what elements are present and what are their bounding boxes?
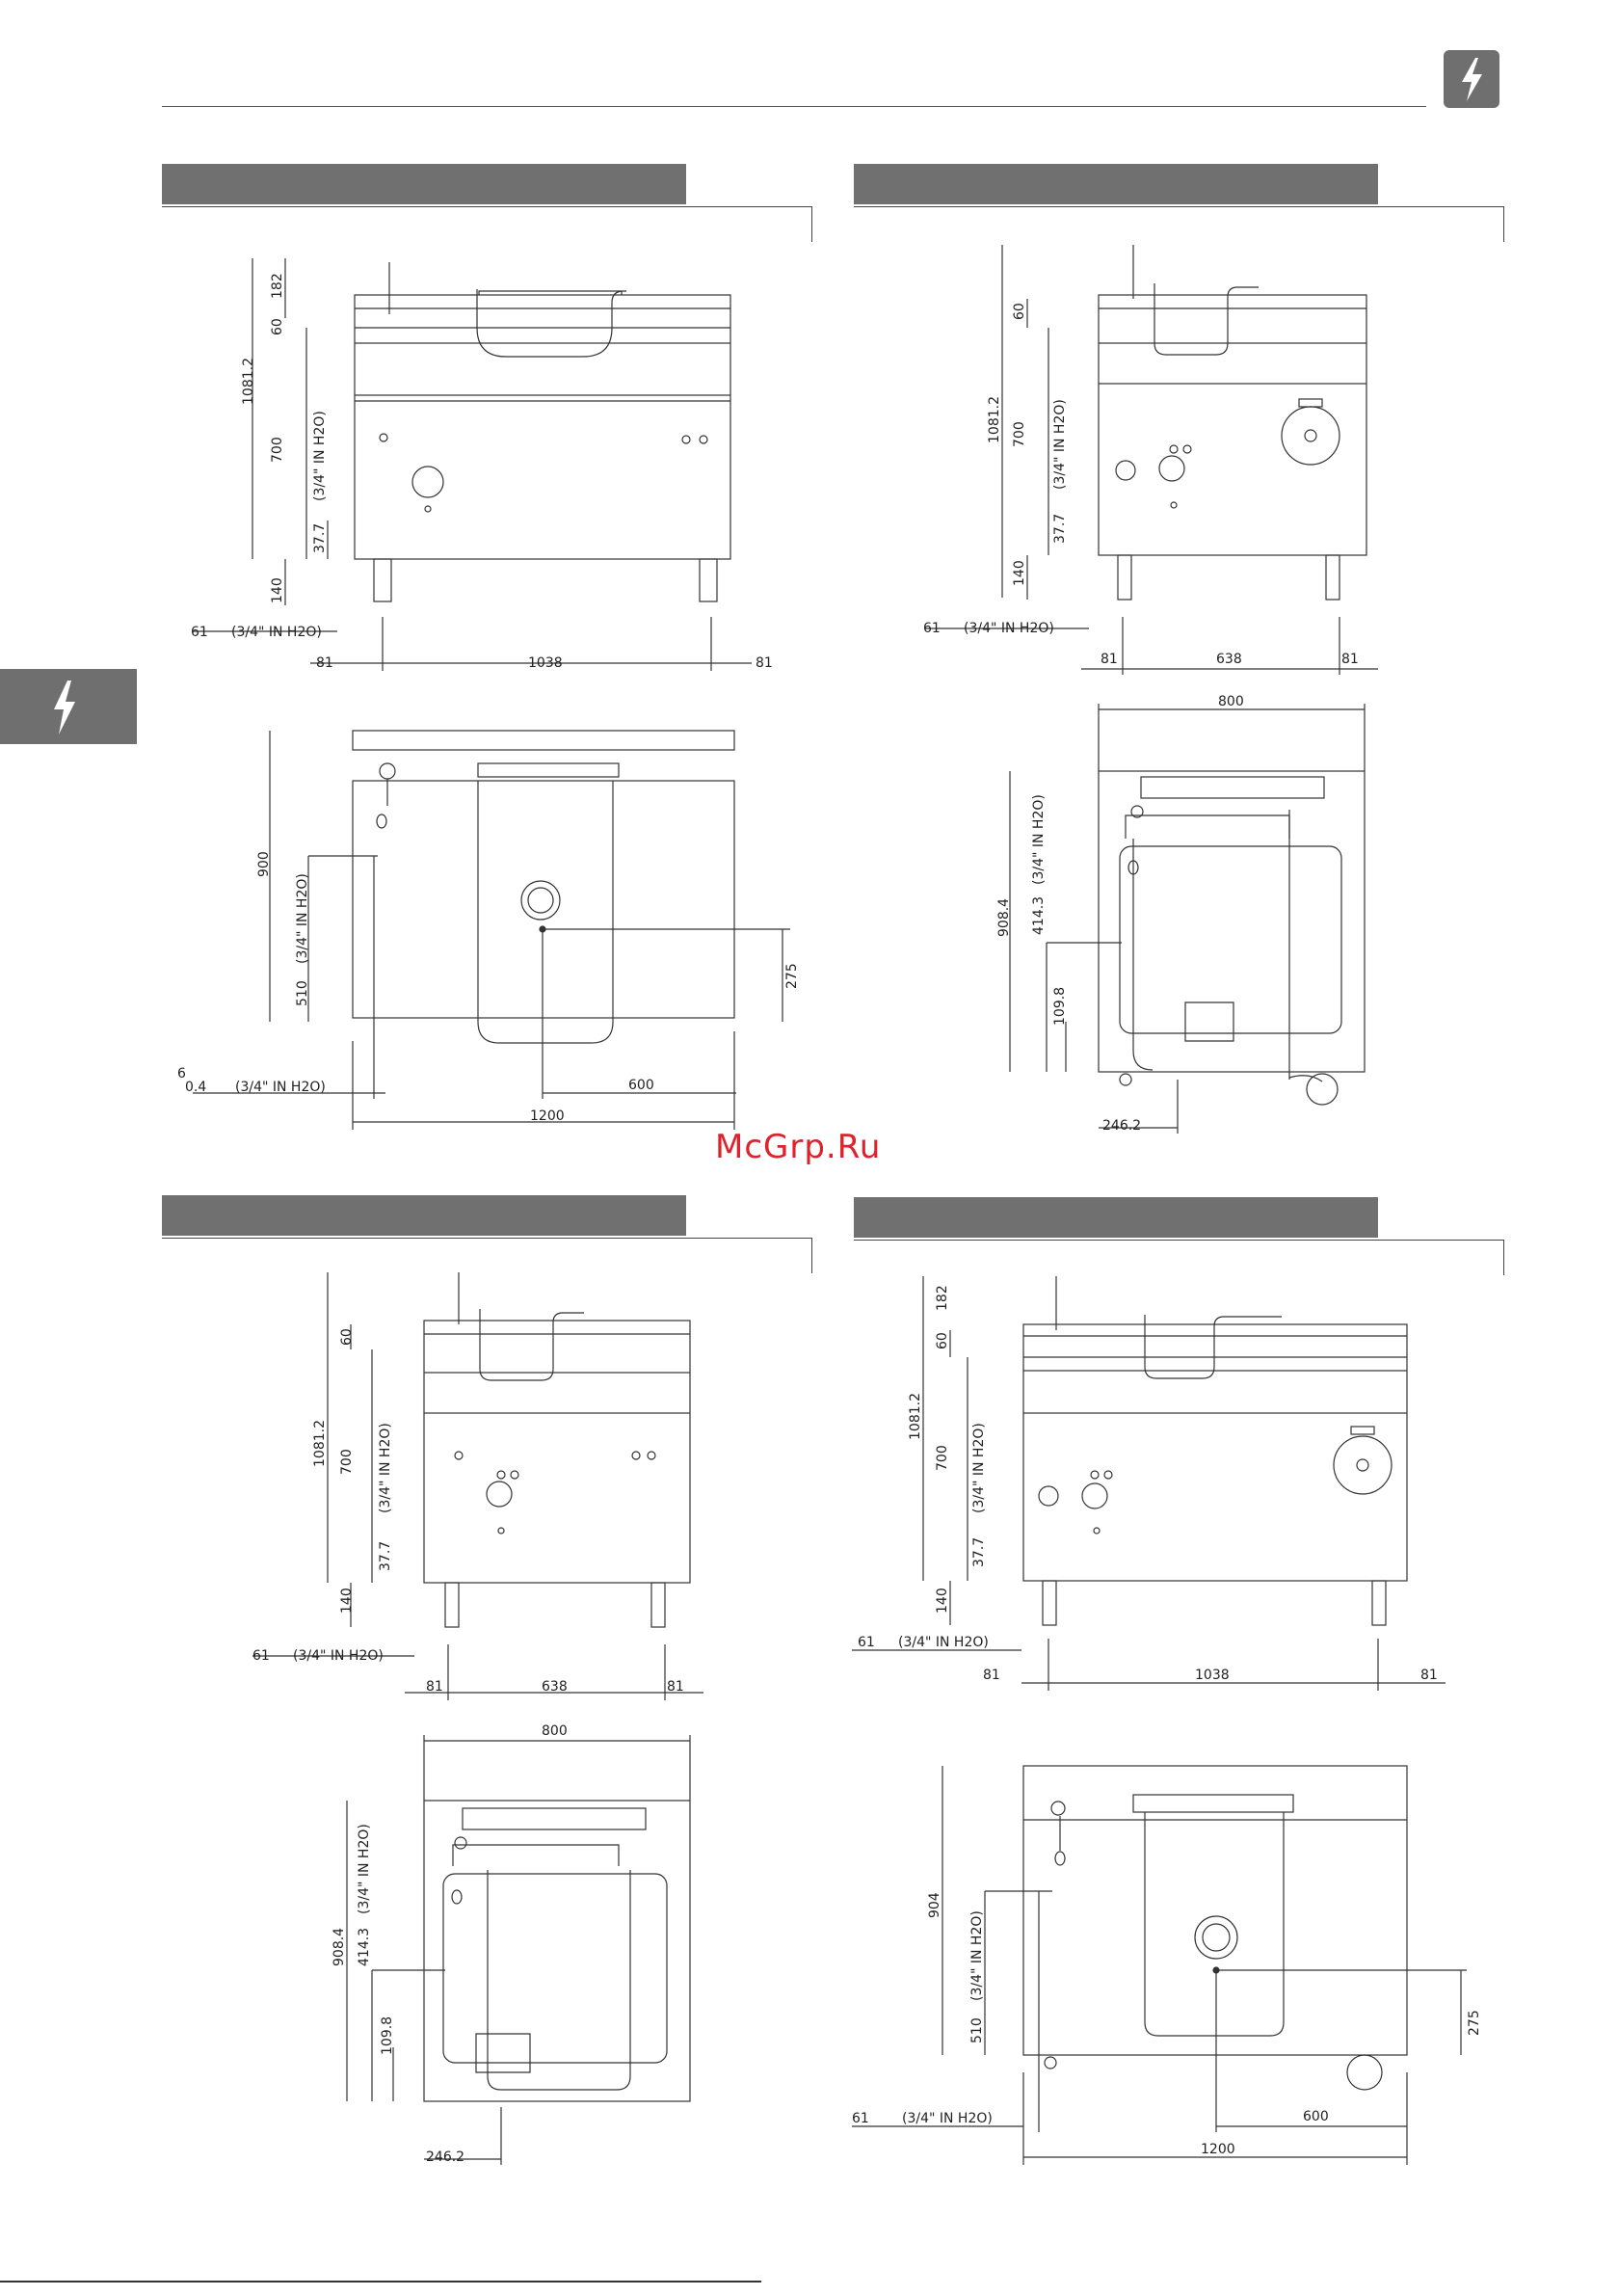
panel-1-top-view xyxy=(193,730,790,1130)
p2-dim-total: 1081.2 xyxy=(987,396,1002,443)
p1-top-inlet-spec: (3/4" IN H2O) xyxy=(235,1080,326,1095)
p1-dim-side-l: 81 xyxy=(316,655,333,671)
p3-top-water-spec: (3/4" IN H2O) xyxy=(357,1824,372,1914)
p2-dim-water: 61 xyxy=(923,621,941,636)
p4-top-elec-x: 600 xyxy=(1303,2109,1329,2124)
panel-4-front-view xyxy=(852,1276,1446,1691)
p4-top-inlet-spec: (3/4" IN H2O) xyxy=(902,2111,993,2126)
section-badge xyxy=(1444,50,1499,108)
p1-dim-water: 61 xyxy=(191,625,208,640)
panel-1-front-view xyxy=(193,258,752,671)
p2-top-water-spec: (3/4" IN H2O) xyxy=(1031,794,1047,885)
p3-dim-outlet: 37.7 xyxy=(378,1541,393,1571)
p3-dim-mid: 638 xyxy=(542,1679,568,1695)
p2-top-elec-x: 246.2 xyxy=(1102,1118,1141,1134)
p3-top-width: 800 xyxy=(542,1723,568,1739)
p1-top-inlet-a: 6 xyxy=(177,1066,186,1081)
section-tab-2 xyxy=(854,164,1378,204)
p4-dim-body: 700 xyxy=(935,1445,950,1471)
electric-bolt-icon xyxy=(1462,58,1482,101)
p3-dim-feet: 140 xyxy=(339,1588,355,1614)
p2-dim-lid: 60 xyxy=(1012,303,1027,320)
footer-rule xyxy=(0,2281,761,2283)
p4-top-inlet: 61 xyxy=(852,2111,869,2126)
p3-dim-lid: 60 xyxy=(339,1328,355,1346)
p3-top-elec-y: 109.8 xyxy=(380,2016,395,2055)
panel-2-top-view xyxy=(1009,704,1366,1134)
p4-top-elec-y: 275 xyxy=(1467,2010,1482,2036)
p3-dim-total: 1081.2 xyxy=(312,1420,328,1467)
section-frame-3 xyxy=(162,1238,812,1273)
p1-dim-water-spec: (3/4" IN H2O) xyxy=(231,625,322,640)
p2-top-width: 800 xyxy=(1218,694,1244,709)
p2-top-depth: 908.4 xyxy=(996,898,1012,937)
p4-top-depth: 904 xyxy=(927,1892,942,1918)
p1-top-depth: 900 xyxy=(256,851,272,877)
side-tab xyxy=(0,669,137,744)
p1-top-width: 1200 xyxy=(530,1108,565,1124)
p1-dim-top: 182 xyxy=(270,273,285,299)
p2-dim-side-r: 81 xyxy=(1341,652,1359,667)
p4-dim-water: 61 xyxy=(858,1635,875,1650)
section-tab-3 xyxy=(162,1195,686,1236)
p4-dim-side-r: 81 xyxy=(1420,1668,1438,1683)
watermark: McGrp.Ru xyxy=(715,1128,882,1166)
p1-dim-side-r: 81 xyxy=(756,655,773,671)
p4-dim-water-spec: (3/4" IN H2O) xyxy=(898,1635,989,1650)
p1-dim-body: 700 xyxy=(270,437,285,463)
section-frame-2 xyxy=(854,206,1504,242)
p4-top-water-spec: (3/4" IN H2O) xyxy=(969,1910,985,2001)
p4-dim-feet: 140 xyxy=(935,1588,950,1614)
p3-top-water-y: 414.3 xyxy=(357,1928,372,1966)
p2-dim-mid: 638 xyxy=(1216,652,1242,667)
p4-dim-lid: 60 xyxy=(935,1332,950,1349)
p3-dim-water: 61 xyxy=(252,1648,270,1664)
p1-top-elec-x: 600 xyxy=(628,1078,654,1093)
p4-dim-total: 1081.2 xyxy=(908,1393,923,1440)
panel-3-top-view xyxy=(346,1735,691,2165)
section-tab-1 xyxy=(162,164,686,204)
p3-dim-side-l: 81 xyxy=(426,1679,443,1695)
p4-dim-side-l: 81 xyxy=(983,1668,1000,1683)
p2-dim-feet: 140 xyxy=(1012,560,1027,586)
p3-top-depth: 908.4 xyxy=(332,1928,347,1966)
p2-dim-water-spec: (3/4" IN H2O) xyxy=(964,621,1054,636)
p3-dim-water-spec: (3/4" IN H2O) xyxy=(293,1648,384,1664)
p1-dim-outlet-spec: (3/4" IN H2O) xyxy=(312,411,328,501)
section-tab-4 xyxy=(854,1197,1378,1238)
p1-dim-outlet: 37.7 xyxy=(312,523,328,553)
section-frame-1 xyxy=(162,206,812,242)
p4-top-width: 1200 xyxy=(1201,2142,1235,2157)
panel-4-top-view xyxy=(852,1765,1467,2165)
p2-dim-body: 700 xyxy=(1012,421,1027,447)
p4-dim-mid: 1038 xyxy=(1195,1668,1230,1683)
p2-dim-outlet-spec: (3/4" IN H2O) xyxy=(1052,399,1068,490)
header-rule xyxy=(162,106,1426,107)
panel-3-front-view xyxy=(252,1272,703,1700)
p2-dim-outlet: 37.7 xyxy=(1052,514,1068,544)
p1-top-elec-y: 275 xyxy=(784,963,800,989)
p1-dim-total: 1081.2 xyxy=(241,358,256,405)
p3-dim-side-r: 81 xyxy=(667,1679,684,1695)
p1-top-inlet-b: 0.4 xyxy=(185,1080,206,1095)
panel-2-front-view xyxy=(925,245,1378,675)
p4-dim-top: 182 xyxy=(935,1285,950,1311)
p3-dim-outlet-spec: (3/4" IN H2O) xyxy=(378,1423,393,1513)
p1-dim-mid: 1038 xyxy=(528,655,563,671)
p4-dim-outlet-spec: (3/4" IN H2O) xyxy=(971,1423,987,1513)
p1-top-water-spec: (3/4" IN H2O) xyxy=(295,873,310,964)
p2-dim-side-l: 81 xyxy=(1101,652,1118,667)
p2-top-water-y: 414.3 xyxy=(1031,896,1047,935)
p4-dim-outlet: 37.7 xyxy=(971,1537,987,1567)
p2-top-elec-y: 109.8 xyxy=(1052,987,1068,1026)
p1-dim-lid: 60 xyxy=(270,318,285,335)
p1-top-water-y: 510 xyxy=(295,980,310,1006)
p3-dim-body: 700 xyxy=(339,1449,355,1475)
p1-dim-feet: 140 xyxy=(270,577,285,603)
p4-top-water-y: 510 xyxy=(969,2017,985,2043)
electric-bolt-icon xyxy=(54,681,75,734)
p3-top-elec-x: 246.2 xyxy=(426,2149,464,2165)
section-frame-4 xyxy=(854,1240,1504,1275)
